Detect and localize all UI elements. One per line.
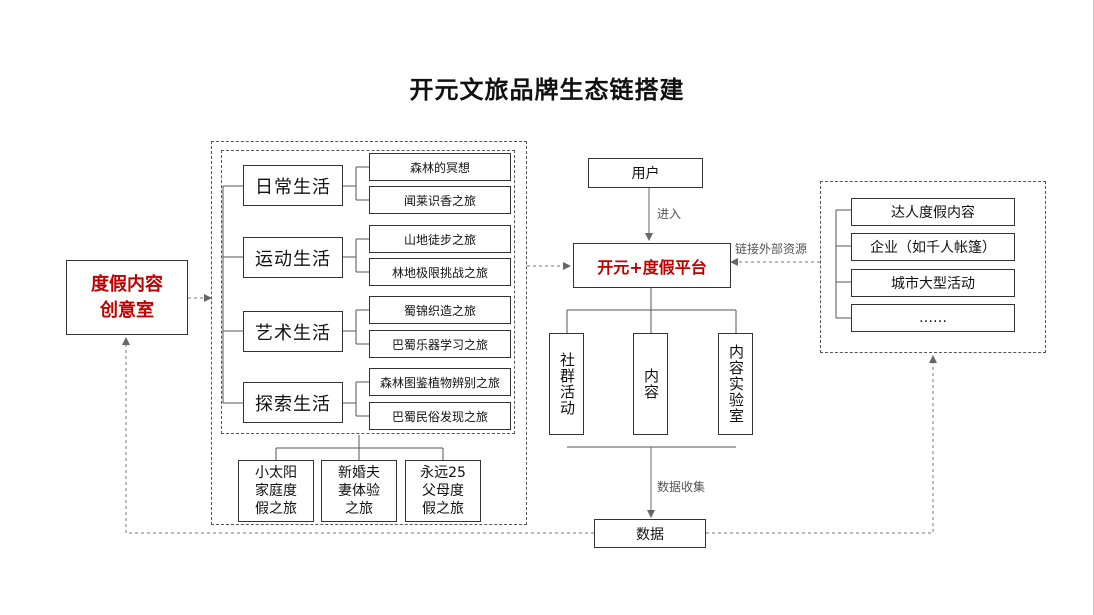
sub-item: 蜀锦织造之旅 bbox=[369, 296, 511, 324]
sub-item: 巴蜀民俗发现之旅 bbox=[369, 402, 511, 430]
resource-enterprise: 企业（如千人帐篷） bbox=[851, 233, 1015, 261]
category-explore: 探索生活 bbox=[243, 382, 343, 423]
lifestyle-group bbox=[221, 150, 515, 434]
external-resources-container bbox=[820, 181, 1046, 353]
platform-box: 开元+度假平台 bbox=[573, 243, 731, 288]
trip-family: 小太阳 家庭度 假之旅 bbox=[238, 460, 314, 522]
enter-label: 进入 bbox=[657, 207, 682, 221]
data-collect-label: 数据收集 bbox=[657, 480, 706, 494]
user-box: 用户 bbox=[588, 158, 703, 188]
sub-item: 森林的冥想 bbox=[369, 153, 511, 181]
category-art: 艺术生活 bbox=[243, 311, 343, 352]
module-content: 内容 bbox=[633, 333, 668, 435]
sub-item: 森林图鉴植物辨别之旅 bbox=[369, 368, 511, 396]
sub-item: 林地极限挑战之旅 bbox=[369, 258, 511, 286]
sub-item: 闻莱识香之旅 bbox=[369, 186, 511, 214]
external-resources-label: 链接外部资源 bbox=[735, 242, 808, 256]
content-ideas-room: 度假内容 创意室 bbox=[66, 260, 188, 335]
resource-more: …… bbox=[851, 304, 1015, 332]
data-box: 数据 bbox=[594, 519, 706, 548]
resource-influencer: 达人度假内容 bbox=[851, 198, 1015, 226]
diagram-title: 开元文旅品牌生态链搭建 bbox=[409, 75, 685, 104]
resource-city-events: 城市大型活动 bbox=[851, 269, 1015, 297]
category-daily: 日常生活 bbox=[243, 165, 343, 206]
trip-parents: 永远25 父母度 假之旅 bbox=[405, 460, 481, 522]
trip-newlywed: 新婚夫 妻体验 之旅 bbox=[321, 460, 397, 522]
module-content-lab: 内容实验室 bbox=[718, 333, 753, 435]
experience-container bbox=[211, 141, 527, 525]
sub-item: 巴蜀乐器学习之旅 bbox=[369, 330, 511, 358]
category-sports: 运动生活 bbox=[243, 237, 343, 278]
sub-item: 山地徒步之旅 bbox=[369, 225, 511, 253]
module-community: 社群活动 bbox=[549, 333, 584, 435]
